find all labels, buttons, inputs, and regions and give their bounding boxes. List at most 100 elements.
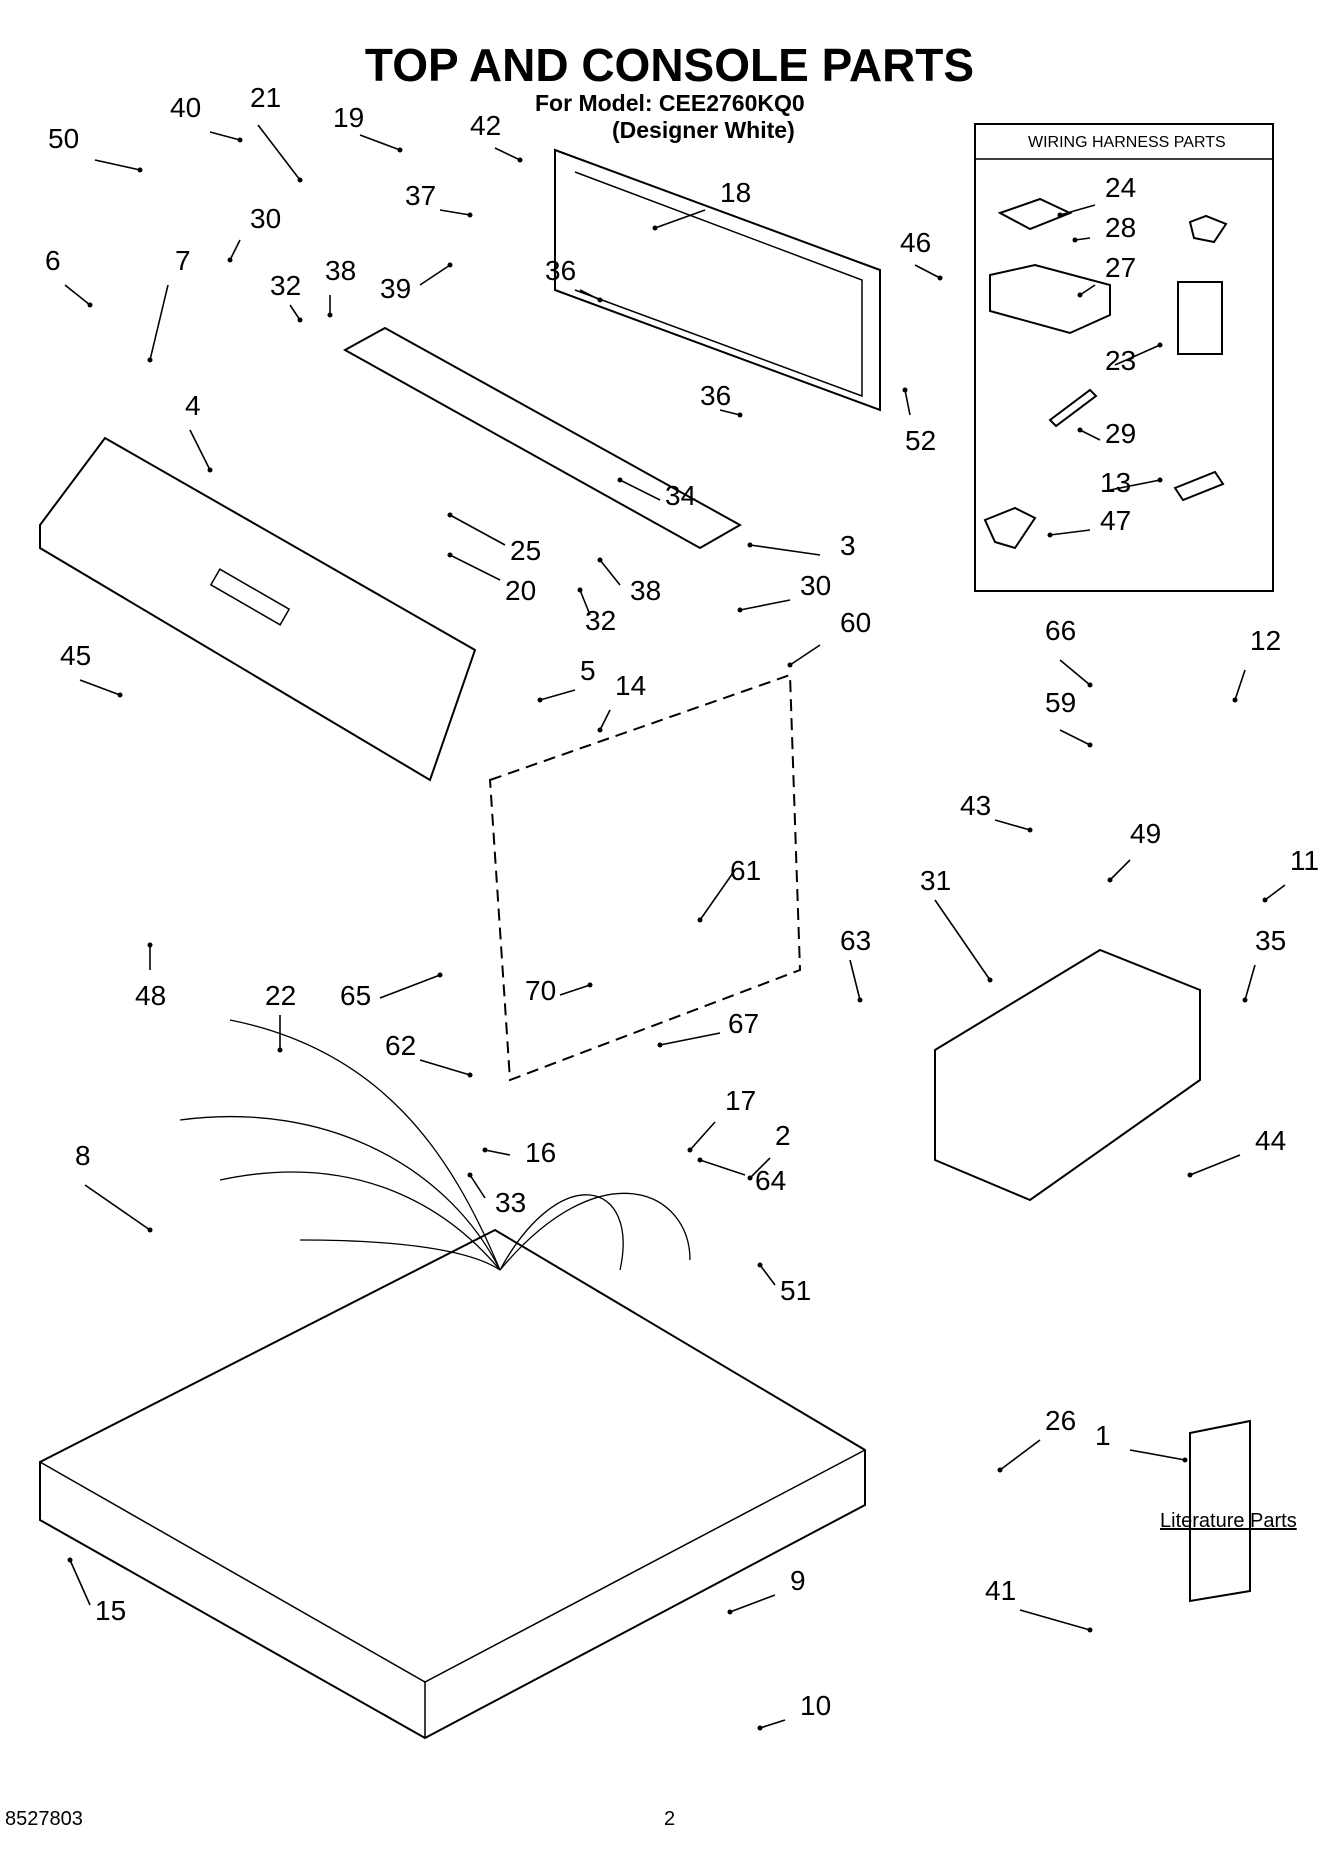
callout-leader-30	[229, 239, 241, 261]
callout-arrowhead-21	[297, 177, 303, 183]
callout-label-24: 24	[1105, 172, 1136, 203]
callout-arrowhead-47	[1047, 532, 1053, 538]
callout-label-17: 17	[725, 1085, 756, 1116]
callout-label-19: 19	[333, 102, 364, 133]
callout-arrowhead-37	[467, 212, 473, 218]
callout-leader-27	[1079, 284, 1096, 296]
callout-arrowhead-12	[1232, 697, 1238, 703]
callout-leader-13	[1109, 479, 1161, 491]
callout-arrowhead-27	[1077, 292, 1083, 298]
callout-label-42: 42	[470, 110, 501, 141]
callout-leader-45	[79, 679, 121, 696]
literature-parts-booklet: Literature Parts	[1160, 1419, 1297, 1603]
callout-label-36: 36	[700, 380, 731, 411]
callout-label-41: 41	[985, 1575, 1016, 1606]
callout-arrowhead-3	[747, 542, 753, 548]
harness-box-title: WIRING HARNESS PARTS	[1028, 134, 1226, 151]
callout-arrowhead-63	[857, 997, 863, 1003]
callout-leader-16	[484, 1149, 511, 1156]
callout-leader-2	[749, 1157, 771, 1179]
callout-label-25: 25	[510, 535, 541, 566]
callout-label-4: 4	[185, 390, 201, 421]
callout-label-33: 33	[495, 1187, 526, 1218]
callout-arrowhead-34	[617, 477, 623, 483]
callout-label-65: 65	[340, 980, 371, 1011]
callout-label-30: 30	[250, 203, 281, 234]
callout-label-52: 52	[905, 425, 936, 456]
callout-arrowhead-32	[577, 587, 583, 593]
callout-label-13: 13	[1100, 467, 1131, 498]
callout-label-37: 37	[405, 180, 436, 211]
callout-arrowhead-36	[737, 412, 743, 418]
callout-leader-9	[729, 1594, 776, 1613]
callout-arrowhead-4	[207, 467, 213, 473]
callout-arrowhead-39	[447, 262, 453, 268]
callout-arrowhead-7	[147, 357, 153, 363]
callout-arrowhead-8	[147, 1227, 153, 1233]
callout-arrowhead-48	[147, 942, 153, 948]
callout-label-48: 48	[135, 980, 166, 1011]
callout-label-18: 18	[720, 177, 751, 208]
callout-leader-32	[289, 304, 301, 321]
callout-label-70: 70	[525, 975, 556, 1006]
callout-label-39: 39	[380, 273, 411, 304]
callout-leader-32	[579, 589, 591, 616]
callout-arrowhead-50	[137, 167, 143, 173]
callout-leader-70	[559, 984, 591, 996]
console-frame-3	[342, 326, 743, 550]
callout-arrowhead-62	[467, 1072, 473, 1078]
callout-label-2: 2	[775, 1120, 791, 1151]
callout-label-20: 20	[505, 575, 536, 606]
control-panel-4	[39, 436, 477, 782]
callout-label-38: 38	[630, 575, 661, 606]
callout-arrowhead-6	[87, 302, 93, 308]
callout-label-10: 10	[800, 1690, 831, 1721]
callout-label-3: 3	[840, 530, 856, 561]
callout-leader-14	[599, 709, 611, 731]
callout-label-26: 26	[1045, 1405, 1076, 1436]
callout-arrowhead-40	[237, 137, 243, 143]
callout-leader-37	[439, 209, 471, 216]
callout-label-49: 49	[1130, 818, 1161, 849]
callout-arrowhead-65	[437, 972, 443, 978]
callout-label-27: 27	[1105, 252, 1136, 283]
callout-label-7: 7	[175, 245, 191, 276]
callout-label-14: 14	[615, 670, 646, 701]
callout-leader-28	[1074, 237, 1091, 241]
callout-leader-67	[659, 1032, 721, 1046]
callout-label-31: 31	[920, 865, 951, 896]
footer-part-number: 8527803	[5, 1808, 83, 1830]
console-back-panel	[554, 148, 881, 412]
footer-page-number: 2	[664, 1808, 676, 1830]
callout-label-34: 34	[665, 480, 696, 511]
callout-arrowhead-41	[1087, 1627, 1093, 1633]
callout-arrowhead-46	[937, 275, 943, 281]
callout-leader-3	[749, 544, 821, 556]
callout-leader-25	[449, 514, 506, 546]
callout-leader-34	[619, 479, 661, 501]
wire-harness-22	[179, 1019, 691, 1271]
callout-leader-15	[69, 1559, 91, 1606]
callout-label-22: 22	[265, 980, 296, 1011]
callout-label-47: 47	[1100, 505, 1131, 536]
callout-arrowhead-20	[447, 552, 453, 558]
callout-leader-20	[449, 554, 501, 581]
callout-label-6: 6	[45, 245, 61, 276]
top-panel	[39, 1228, 866, 1740]
callout-arrowhead-33	[467, 1172, 473, 1178]
callout-leader-11	[1264, 884, 1286, 901]
callout-arrowhead-67	[657, 1042, 663, 1048]
callout-label-9: 9	[790, 1565, 806, 1596]
callout-label-67: 67	[728, 1008, 759, 1039]
callout-label-46: 46	[900, 227, 931, 258]
callout-leader-17	[689, 1121, 716, 1151]
callout-arrowhead-51	[757, 1262, 763, 1268]
callout-label-12: 12	[1250, 625, 1281, 656]
callout-label-61: 61	[730, 855, 761, 886]
callout-arrowhead-16	[482, 1147, 488, 1153]
callout-arrowhead-38	[327, 312, 333, 318]
callout-arrowhead-44	[1187, 1172, 1193, 1178]
callout-arrowhead-36	[597, 297, 603, 303]
callout-arrowhead-5	[537, 697, 543, 703]
